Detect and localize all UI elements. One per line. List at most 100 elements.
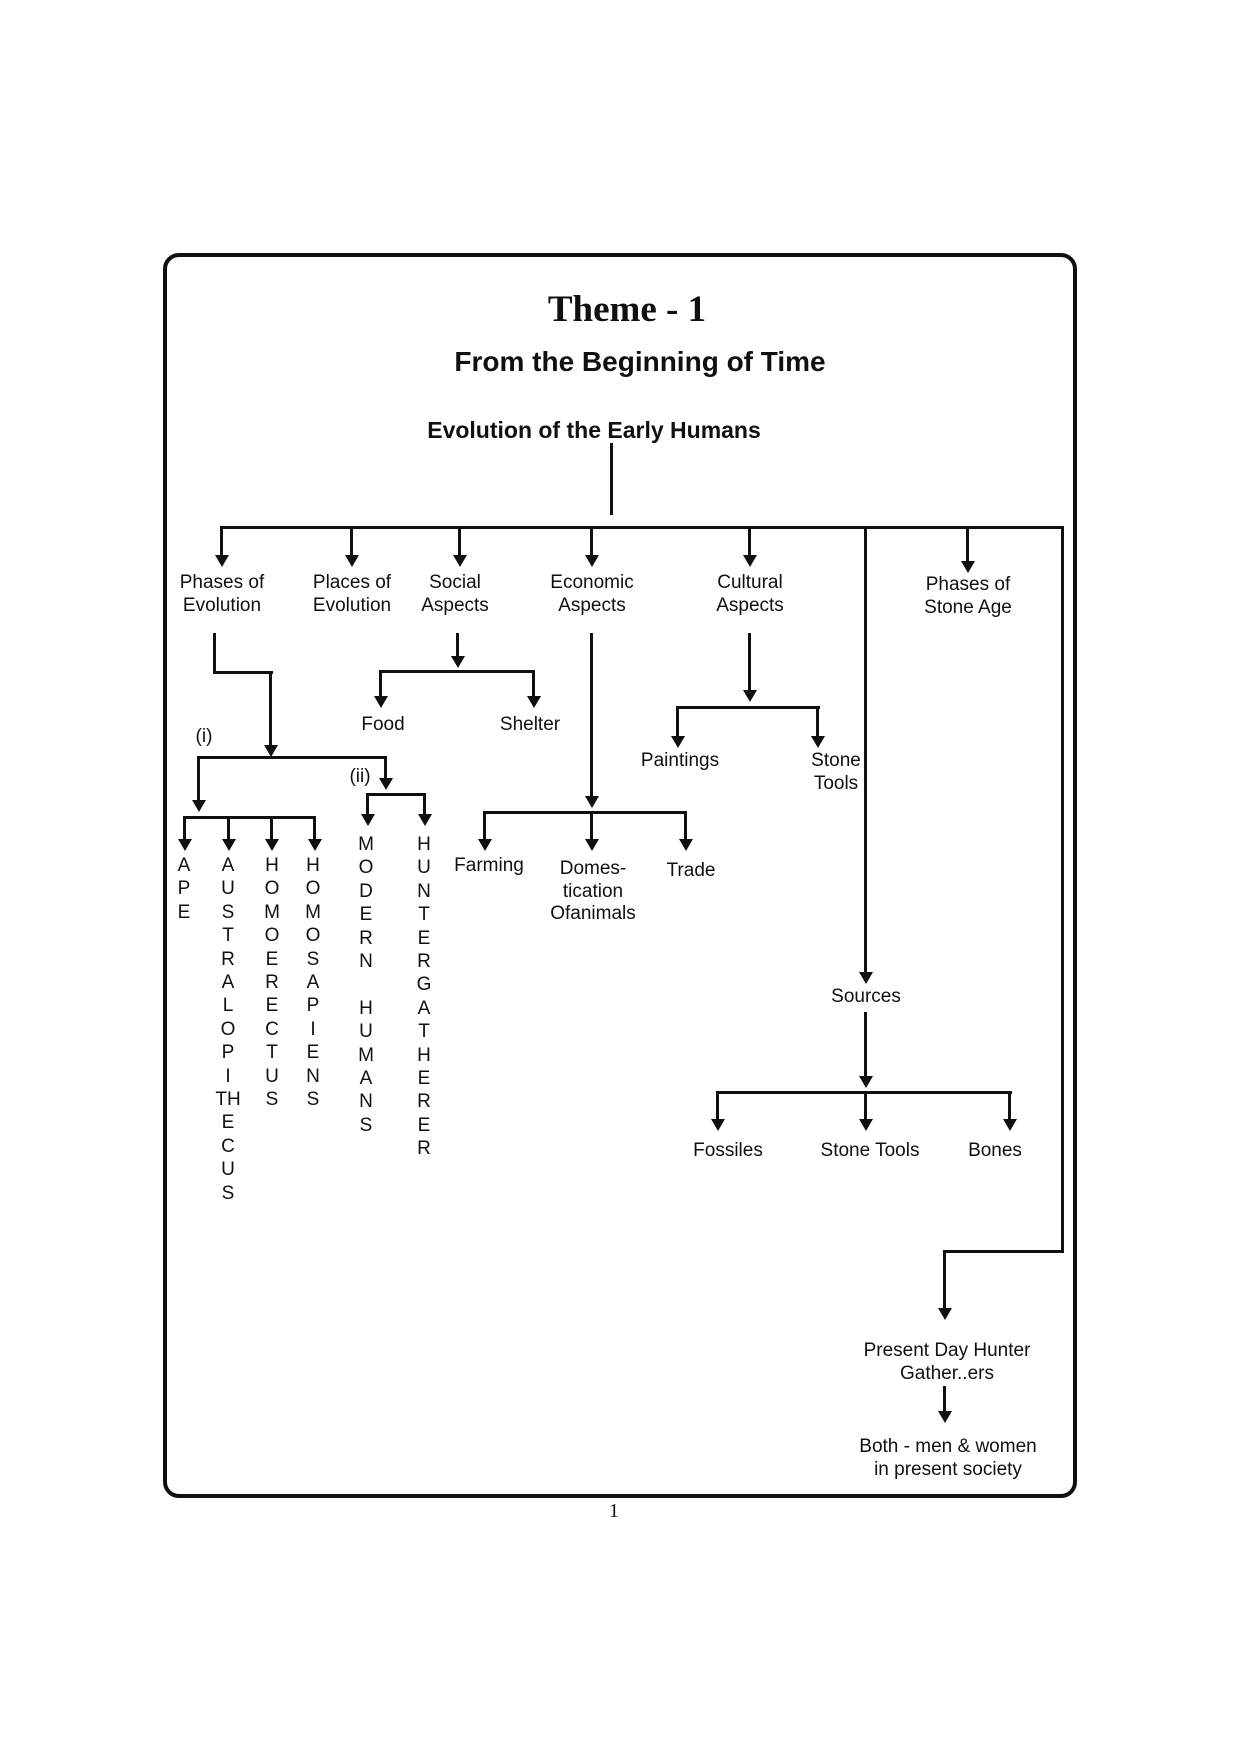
label-i: (i) [195, 726, 213, 747]
arrowhead-phases-drop [264, 745, 278, 757]
connector-both-drop [943, 1386, 946, 1413]
arrowhead-trade [679, 839, 693, 851]
connector-ii-stem [384, 756, 387, 780]
node-present-day-hunter-gatherers: Present Day Hunter Gather..ers [863, 1340, 1031, 1384]
node-trade: Trade [666, 860, 716, 881]
arrowhead-economic [585, 555, 599, 567]
connector-trade-drop [684, 811, 687, 839]
connector-phases-drop [269, 671, 272, 746]
connector-cultural-stem [748, 633, 751, 692]
node-paintings: Paintings [640, 750, 720, 771]
connector-phases [220, 526, 223, 556]
node-phases-of-stone-age: Phases of Stone Age [924, 574, 1012, 618]
arrowhead-cultural [743, 555, 757, 567]
page-number: 1 [609, 1500, 619, 1522]
connector-stone-age [966, 526, 969, 562]
node-bones: Bones [968, 1140, 1022, 1161]
connector-paintings-drop [676, 706, 679, 737]
node-sources: Sources [831, 986, 901, 1007]
arrowhead-food [374, 696, 388, 708]
diagram-title: Evolution of the Early Humans [427, 417, 761, 443]
connector-i-left-drop [197, 756, 200, 801]
arrowhead-social-stem [451, 656, 465, 668]
theme-title: Theme - 1 [547, 289, 707, 330]
connector-social-stem [456, 633, 459, 658]
node-homosapiens: H O M O S A P I E N S [305, 855, 321, 1111]
node-phases-of-evolution: Phases of Evolution [179, 572, 265, 616]
node-social-aspects: Social Aspects [421, 572, 489, 616]
connector-phases-elbow [213, 671, 273, 674]
connector-present-drop [943, 1250, 946, 1310]
arrowhead-phases [215, 555, 229, 567]
connector-shelter-drop [532, 670, 535, 697]
connector-rail-ii [366, 793, 426, 796]
arrowhead-economic-stem [585, 796, 599, 808]
node-cultural-aspects: Cultural Aspects [716, 572, 784, 616]
connector-farming-drop [483, 811, 486, 839]
connector-australopithecus-drop [227, 816, 230, 840]
arrowhead-farming [478, 839, 492, 851]
node-homoerectus: H O M O E R E C T U S [264, 855, 280, 1111]
arrowhead-stonetools2 [859, 1119, 873, 1131]
node-ape: A P E [177, 855, 191, 923]
arrowhead-paintings [671, 736, 685, 748]
connector-root-stem [610, 443, 613, 515]
connector-homoerectus-drop [270, 816, 273, 840]
theme-subtitle: From the Beginning of Time [454, 346, 826, 377]
arrowhead-i-left [192, 800, 206, 812]
arrowhead-homosapiens [308, 839, 322, 851]
node-both-men-women: Both - men & women in present society [859, 1436, 1037, 1480]
node-places-of-evolution: Places of Evolution [312, 572, 392, 616]
connector-domestication-drop [590, 811, 593, 839]
arrowhead-shelter [527, 696, 541, 708]
arrowhead-social [453, 555, 467, 567]
connector-stonetools-drop [816, 706, 819, 737]
arrowhead-ape [178, 839, 192, 851]
connector-social [458, 526, 461, 556]
arrowhead-bones [1003, 1119, 1017, 1131]
node-stone-tools-sources: Stone Tools [820, 1140, 920, 1161]
arrowhead-ii-stem [379, 778, 393, 790]
connector-sources-long [864, 526, 867, 973]
connector-economic-stem [590, 633, 593, 798]
connector-food-drop [379, 670, 382, 697]
connector-sources-stem [864, 1012, 867, 1078]
node-domestication: Domes- tication Ofanimals [550, 858, 636, 924]
connector-cultural [748, 526, 751, 556]
node-food: Food [361, 714, 405, 735]
node-shelter: Shelter [499, 714, 561, 735]
connector-rail-economic [483, 811, 687, 814]
connector-modern-drop [366, 793, 369, 815]
arrowhead-homoerectus [265, 839, 279, 851]
connector-right-long [1061, 526, 1064, 1253]
arrowhead-modern [361, 814, 375, 826]
node-australopithecus: A U S T R A L O P I TH E C U S [215, 855, 241, 1204]
node-fossiles: Fossiles [693, 1140, 763, 1161]
connector-rail-i [197, 756, 387, 759]
arrowhead-stone-age [961, 561, 975, 573]
connector-stonetools2-drop [864, 1091, 867, 1120]
arrowhead-australopithecus [222, 839, 236, 851]
connector-rail-social [379, 670, 535, 673]
node-farming: Farming [454, 855, 524, 876]
connector-phases-stem [213, 633, 216, 674]
arrowhead-present [938, 1308, 952, 1320]
connector-economic [590, 526, 593, 556]
connector-hunter-drop [423, 793, 426, 815]
arrowhead-sources [859, 972, 873, 984]
node-stone-tools-cultural: Stone Tools [811, 750, 861, 794]
page-border [163, 253, 1077, 1498]
connector-right-elbow [943, 1250, 1064, 1253]
connector-bones-drop [1008, 1091, 1011, 1120]
arrowhead-sources-stem [859, 1076, 873, 1088]
arrowhead-places [345, 555, 359, 567]
connector-rail-cultural [676, 706, 820, 709]
arrowhead-domestication [585, 839, 599, 851]
arrowhead-fossiles [711, 1119, 725, 1131]
connector-homosapiens-drop [313, 816, 316, 840]
connector-fossiles-drop [716, 1091, 719, 1120]
label-ii: (ii) [349, 766, 371, 787]
arrowhead-stonetools [811, 736, 825, 748]
arrowhead-hunter [418, 814, 432, 826]
